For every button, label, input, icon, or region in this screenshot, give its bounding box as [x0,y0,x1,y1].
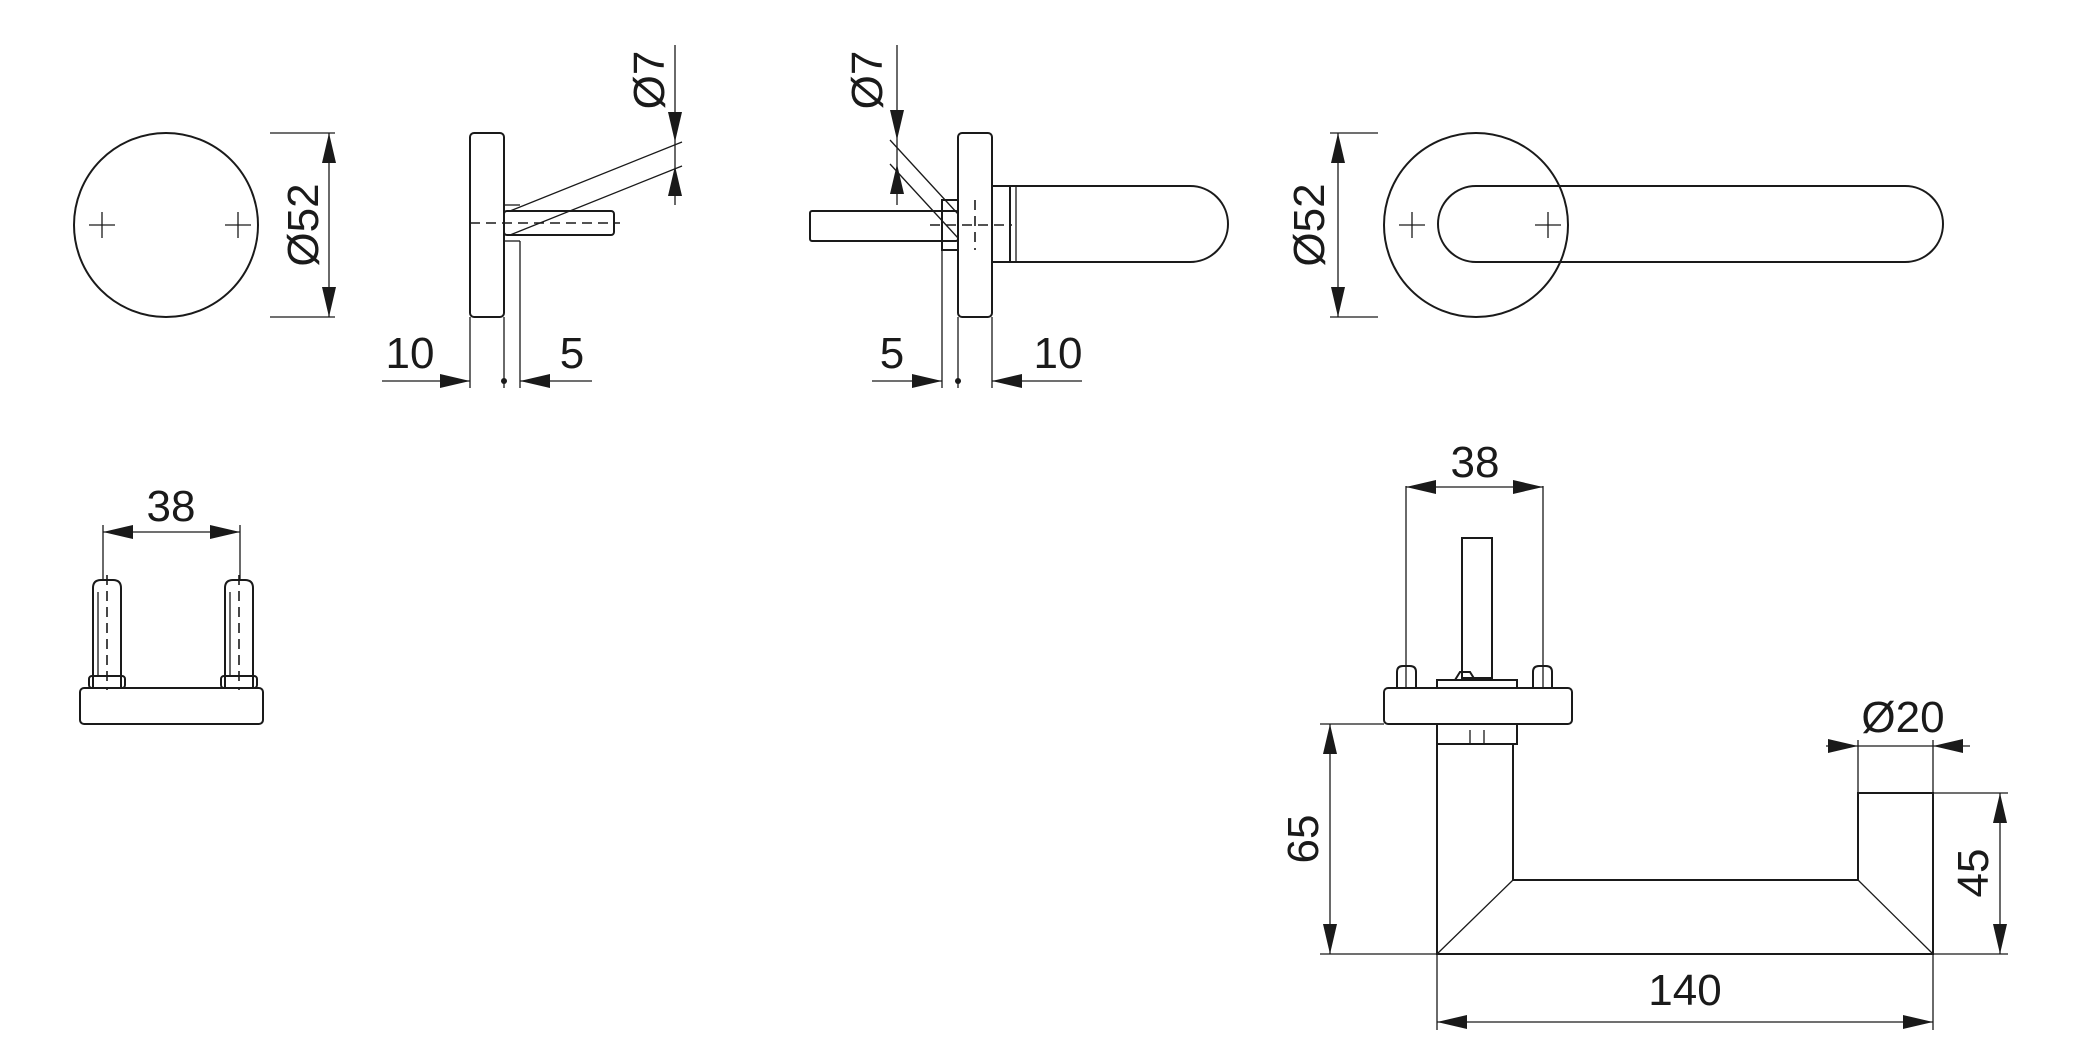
rose-side-view-left: Ø7 10 5 [382,45,683,388]
grip-end-height-label: 45 [1949,849,1998,898]
lever-rose-thickness-label: 10 [1034,329,1083,378]
rose-studs-view: 38 [79,482,264,725]
profile-rose [1383,687,1573,725]
screw-mark-right [225,212,251,238]
rose-outline [73,132,259,318]
lever-screw-mark-left [1399,212,1425,238]
profile-screw-spacing-label: 38 [1451,438,1500,487]
lever-rose-diameter-label: Ø52 [1285,183,1334,266]
lever-profile-view: 38 65 140 Ø20 45 [1279,438,2008,1030]
lever-front-view: Ø52 [1285,132,1944,318]
rose-front-view: Ø52 [73,132,336,318]
lever-side-view: Ø7 5 10 [809,45,1229,388]
lever-rose-outline [1383,132,1569,318]
rose-plate [469,132,505,318]
profile-spindle [1461,537,1493,679]
screw-mark-left [89,212,115,238]
handle-length-label: 140 [1648,966,1721,1015]
lever-spindle [809,210,959,242]
lever-spindle-offset-label: 5 [880,329,904,378]
grip-diameter-label: Ø20 [1861,693,1944,742]
rose-diameter-label: Ø52 [279,183,328,266]
lever-spindle-diameter-label: Ø7 [843,51,892,110]
screw-spacing-label: 38 [147,482,196,531]
lever-collar [941,199,959,251]
spindle-offset-label: 5 [560,329,584,378]
handle-height-label: 65 [1279,815,1328,864]
rose-base [79,687,264,725]
rose-thickness-label: 10 [386,329,435,378]
lever-grip-front [1437,185,1944,263]
lever-screw-mark-right [1535,212,1561,238]
lever-grip-side [992,185,1229,263]
spindle-diameter-label: Ø7 [625,51,674,110]
profile-neck-collar [1436,723,1518,745]
profile-lever-body [1436,744,1934,955]
